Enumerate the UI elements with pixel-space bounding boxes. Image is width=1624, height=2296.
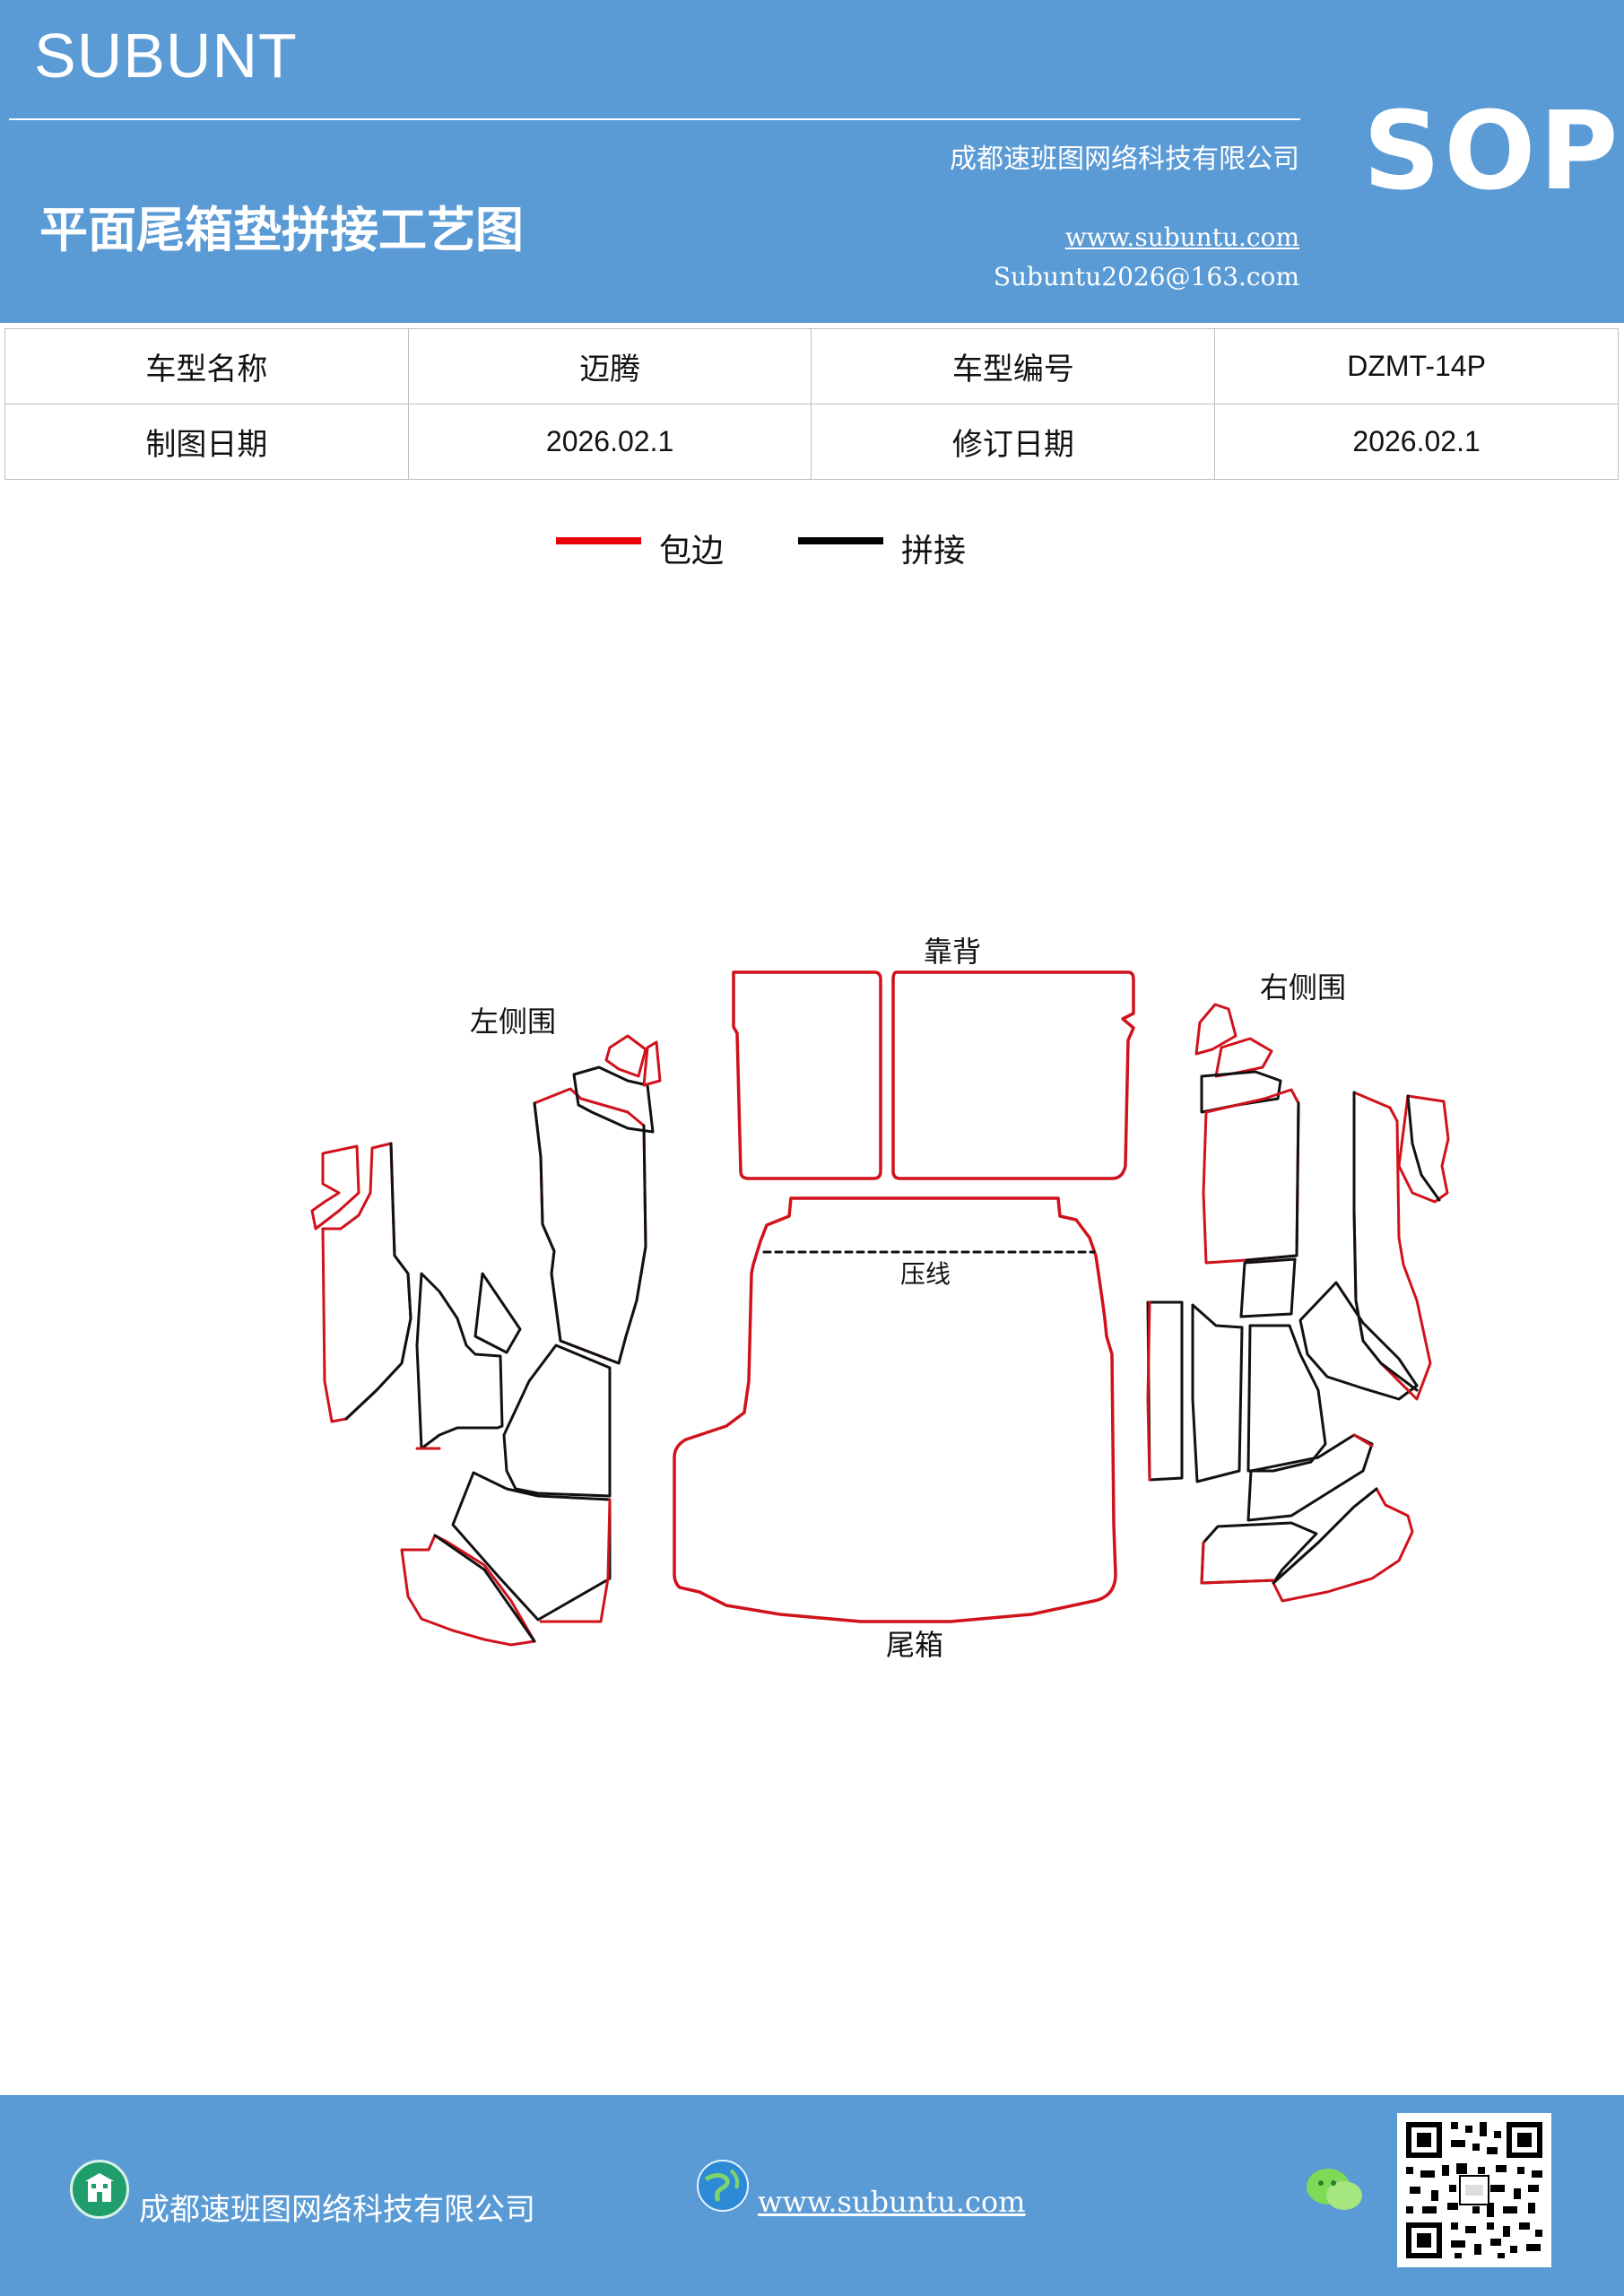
left-side-seam — [533, 1101, 647, 1365]
left-side-seam — [433, 1534, 536, 1643]
trunk-floor-panel — [673, 1196, 1117, 1623]
table-cell-value: 2026.02.1 — [1214, 404, 1619, 480]
legend-label: 包边 — [659, 533, 725, 570]
label-right-side: 右侧围 — [1260, 970, 1346, 1004]
right-side-edge — [1200, 1541, 1277, 1585]
right-side-piece — [1397, 1094, 1450, 1204]
website-link[interactable]: www.subuntu.com — [1064, 222, 1299, 252]
document-title: 平面尾箱垫拼接工艺图 — [39, 202, 524, 258]
footer-band: 成都速班图网络科技有限公司 www.subuntu.com — [0, 2095, 1624, 2296]
table-cell-value: DZMT-14P — [1214, 328, 1619, 404]
table-cell-label: 修订日期 — [811, 404, 1216, 480]
trunk-mat-diagram: 靠背 左侧围 右侧围 压线 尾箱 — [310, 935, 1450, 1662]
label-left-side: 左侧围 — [470, 1004, 556, 1039]
right-side-piece — [1246, 1324, 1327, 1473]
brand-logo-text: SUBUNT — [34, 21, 298, 91]
right-side-seam — [1352, 1091, 1419, 1392]
right-side-piece — [1200, 1070, 1282, 1114]
legend-swatch-black — [798, 537, 883, 544]
right-side-piece — [1200, 1521, 1318, 1585]
right-side-piece — [1146, 1300, 1184, 1482]
left-side-piece — [473, 1272, 522, 1354]
right-side-edge — [1146, 1300, 1151, 1482]
left-side-piece — [310, 1144, 360, 1231]
building-icon — [70, 2160, 129, 2219]
backrest-left-panel — [732, 970, 882, 1180]
right-side-piece — [1246, 1433, 1374, 1522]
footer-website-link[interactable]: www.subuntu.com — [758, 2185, 1026, 2219]
right-side-piece — [1214, 1037, 1273, 1078]
table-cell-label: 制图日期 — [4, 404, 409, 480]
right-side-seam — [1245, 1101, 1300, 1262]
table-cell-label: 车型编号 — [811, 328, 1216, 404]
left-side-piece — [502, 1344, 612, 1498]
right-side-edge — [1352, 1433, 1374, 1448]
left-side-piece — [642, 1040, 662, 1087]
wechat-icon — [1307, 2169, 1362, 2210]
left-side-piece — [321, 1142, 413, 1423]
left-side-seam — [344, 1142, 413, 1421]
label-crease: 压线 — [900, 1259, 951, 1289]
label-backrest: 靠背 — [924, 935, 981, 969]
table-row: 制图日期 2026.02.1 修订日期 2026.02.1 — [4, 404, 1619, 480]
table-cell-label: 车型名称 — [4, 328, 409, 404]
footer-company-name: 成都速班图网络科技有限公司 — [139, 2192, 535, 2228]
left-side-edge — [539, 1498, 612, 1623]
company-name: 成都速班图网络科技有限公司 — [950, 144, 1299, 175]
left-side-piece — [415, 1272, 504, 1450]
left-side-piece — [400, 1534, 536, 1647]
header-band: SUBUNT 平面尾箱垫拼接工艺图 成都速班图网络科技有限公司 www.subu… — [0, 0, 1624, 323]
table-cell-value: 2026.02.1 — [407, 404, 812, 480]
right-side-piece — [1239, 1257, 1297, 1318]
header-divider — [9, 118, 1300, 120]
legend-label: 拼接 — [901, 533, 967, 570]
table-row: 车型名称 迈腾 车型编号 DZMT-14P — [4, 328, 1619, 404]
legend-swatch-red — [556, 537, 641, 544]
right-side-piece — [1194, 1003, 1238, 1056]
right-side-piece — [1191, 1303, 1244, 1483]
right-side-piece — [1298, 1281, 1419, 1401]
right-side-piece — [1272, 1487, 1414, 1603]
left-side-piece — [572, 1065, 655, 1134]
qr-code — [1397, 2113, 1551, 2267]
right-side-piece — [1202, 1088, 1300, 1265]
label-trunk: 尾箱 — [886, 1628, 943, 1662]
left-side-piece — [451, 1471, 612, 1622]
right-side-seam — [1272, 1487, 1378, 1585]
left-side-piece — [604, 1034, 647, 1078]
email-address[interactable]: Subuntu2026@163.com — [993, 262, 1299, 291]
globe-icon — [697, 2160, 749, 2212]
table-cell-value: 迈腾 — [407, 328, 812, 404]
sop-badge: SOP — [1363, 90, 1622, 214]
right-side-seam — [1406, 1094, 1441, 1202]
backrest-right-panel — [891, 970, 1135, 1180]
vehicle-info-table: 车型名称 迈腾 车型编号 DZMT-14P 制图日期 2026.02.1 修订日… — [4, 328, 1619, 480]
